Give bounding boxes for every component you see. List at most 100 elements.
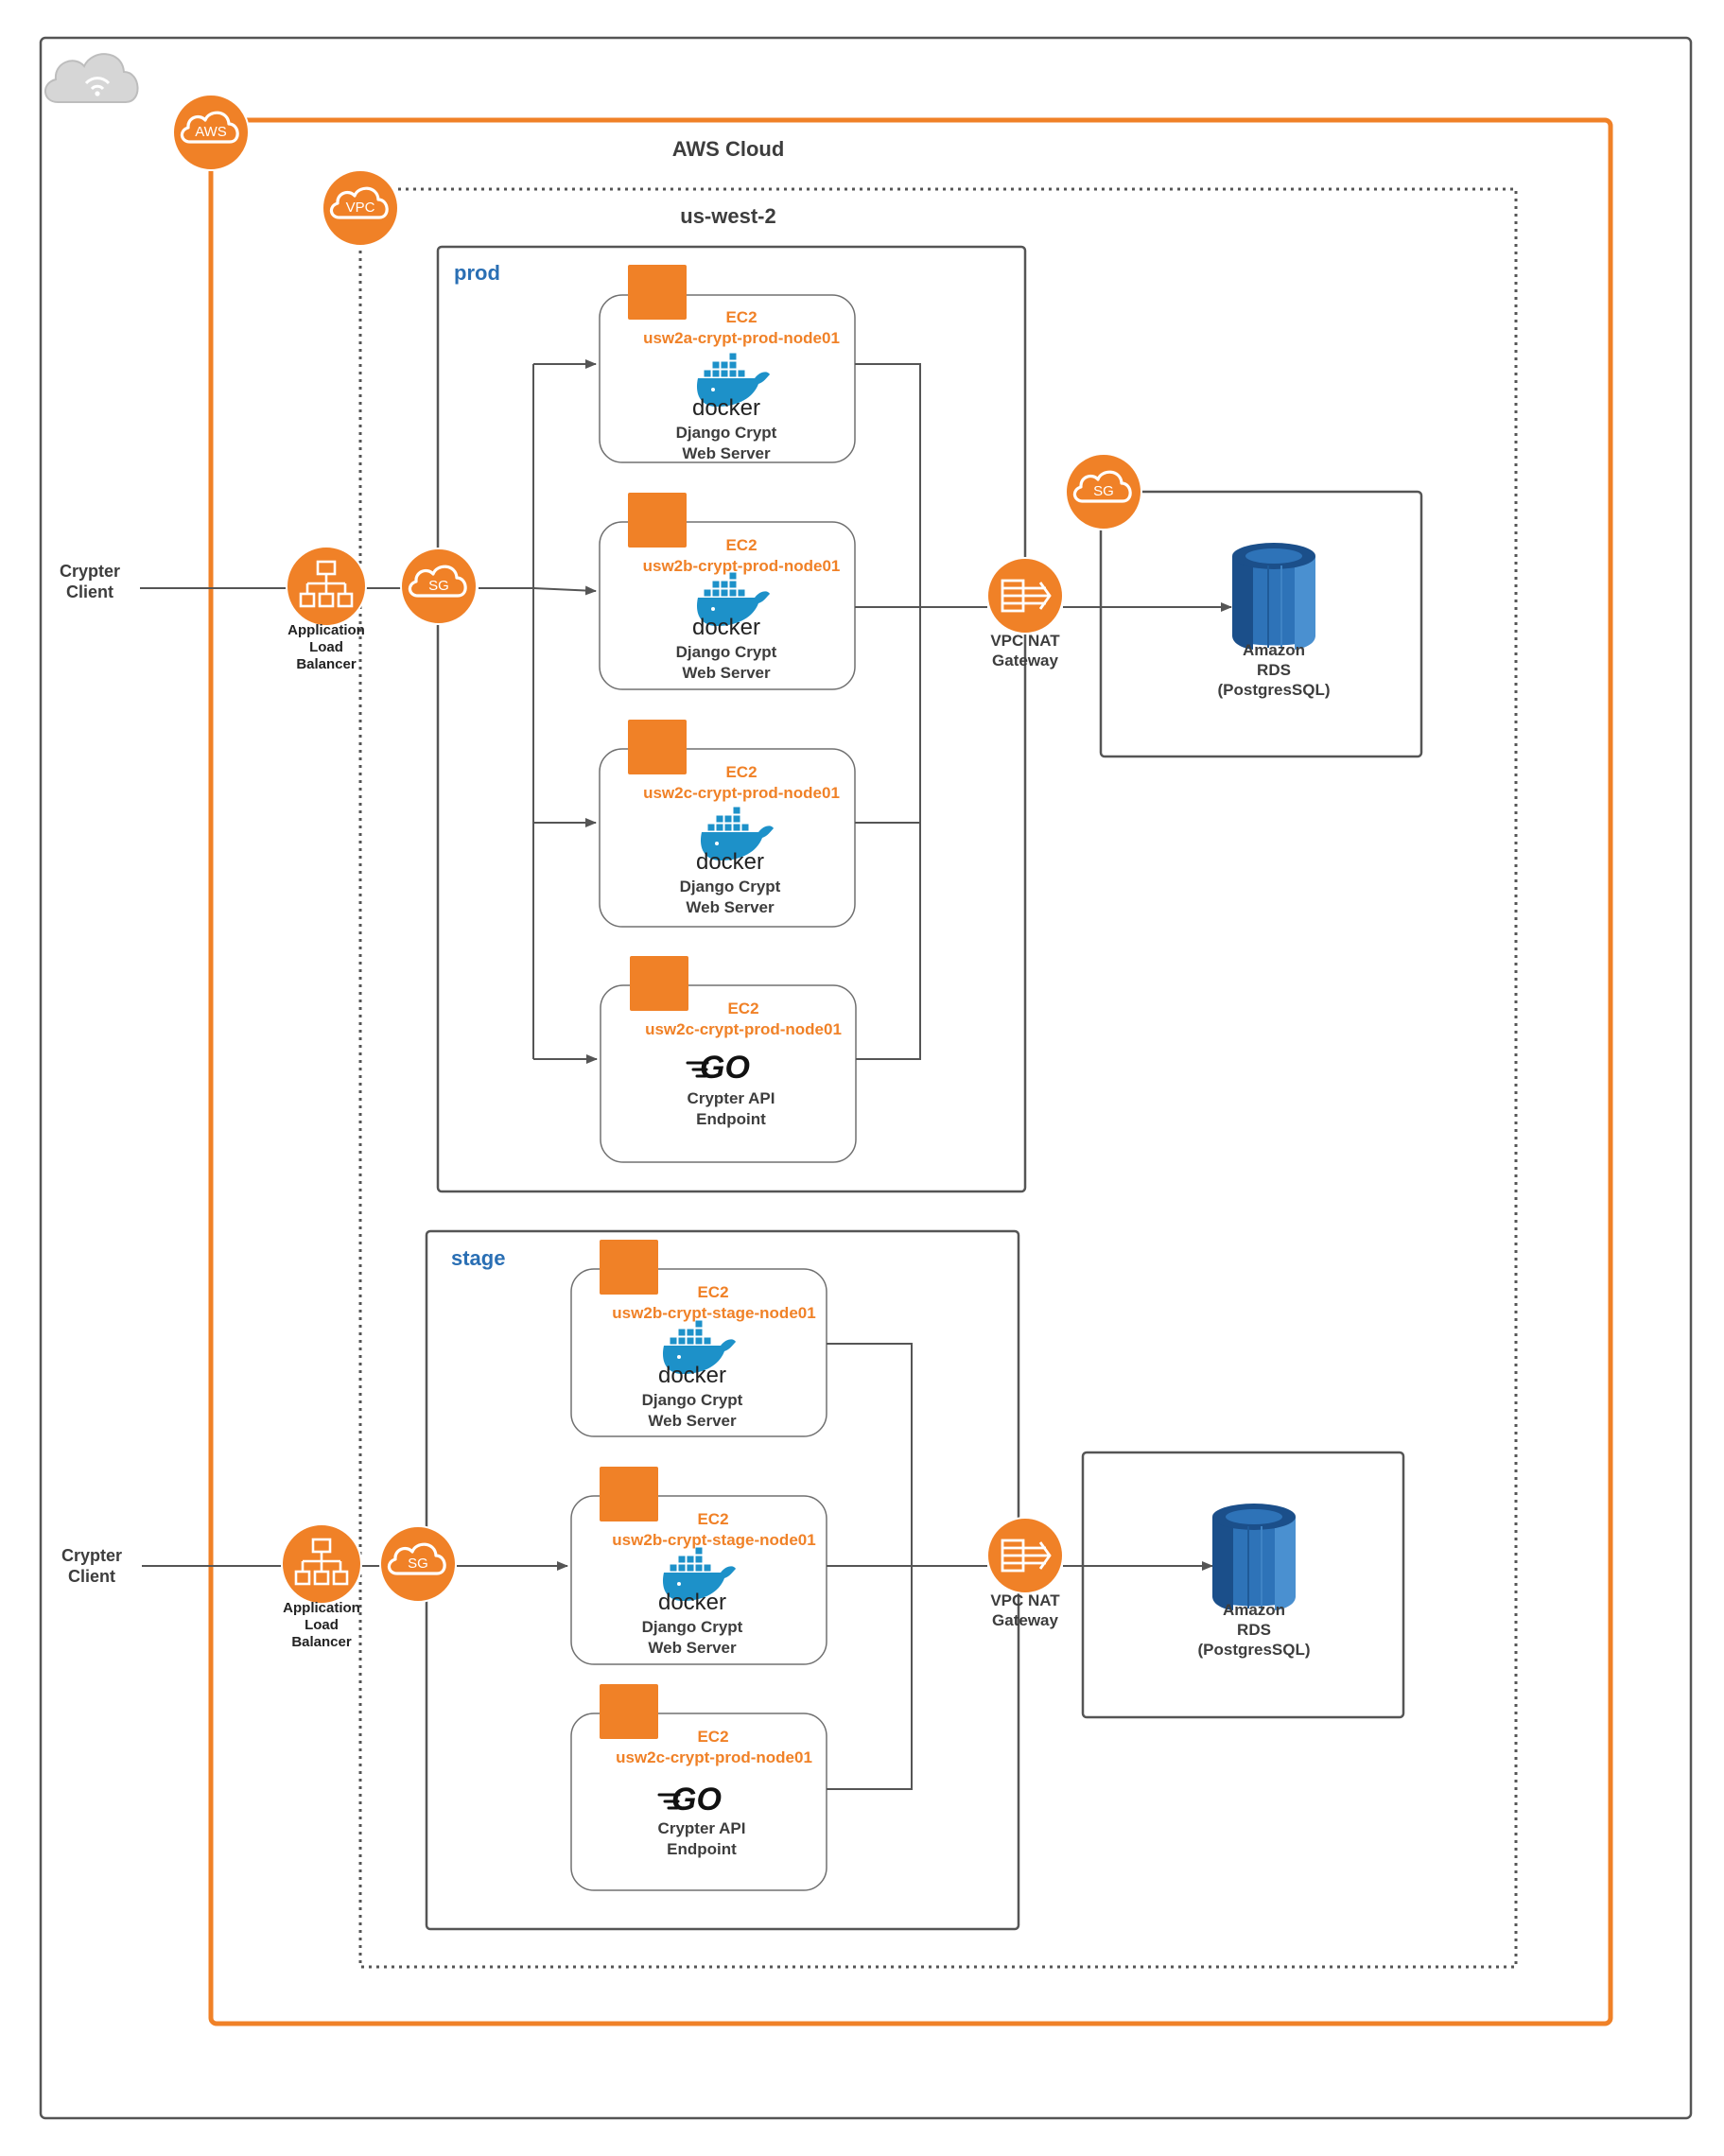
ec2-icon bbox=[630, 956, 688, 1011]
prod-rds-sg-icon bbox=[1065, 453, 1142, 530]
prod-load-balancer-label: Application Load Balancer bbox=[270, 622, 383, 673]
stage-sg-icon-label: SG bbox=[408, 1556, 428, 1572]
alb-label-line: Balancer bbox=[296, 656, 357, 672]
vpc-icon-label: VPC bbox=[345, 200, 375, 216]
aws-icon-label: AWS bbox=[195, 124, 227, 140]
ec2-icon bbox=[600, 1240, 658, 1295]
docker-wordmark: docker bbox=[657, 1590, 727, 1615]
node-name: usw2c-crypt-prod-node01 bbox=[645, 1020, 842, 1038]
stage-env-label: stage bbox=[451, 1246, 506, 1270]
stage-sg-icon bbox=[379, 1525, 457, 1603]
node-name: usw2c-crypt-prod-node01 bbox=[616, 1748, 812, 1766]
aws-cloud-boundary bbox=[208, 117, 1613, 2026]
prod-nat-gateway-label: VPC NAT Gateway bbox=[968, 631, 1082, 670]
docker-whale-icon bbox=[696, 352, 770, 407]
alb-label-line: Application bbox=[283, 1600, 360, 1616]
node-name: usw2b-crypt-stage-node01 bbox=[612, 1304, 816, 1322]
stage-nat-gateway-icon bbox=[986, 1517, 1064, 1594]
prod-env-label: prod bbox=[454, 261, 500, 285]
docker-wordmark: docker bbox=[695, 849, 765, 875]
rds-label-line: RDS bbox=[1237, 1621, 1271, 1639]
prod-connectors bbox=[140, 359, 1232, 1064]
node-desc-line: Django Crypt bbox=[675, 643, 777, 661]
node-desc-line: Endpoint bbox=[696, 1110, 766, 1128]
node-desc-line: Web Server bbox=[682, 664, 771, 682]
client-label-line: Client bbox=[65, 582, 113, 601]
vpc-icon bbox=[322, 169, 399, 247]
prod-crypter-client: Crypter Client bbox=[43, 561, 137, 602]
ec2-icon bbox=[628, 720, 687, 774]
prod-rds-label: Amazon RDS (PostgresSQL) bbox=[1179, 640, 1368, 700]
node-service-label: EC2 bbox=[725, 536, 758, 554]
stage-connectors bbox=[142, 1343, 1213, 1790]
node-name: usw2c-crypt-prod-node01 bbox=[643, 784, 840, 802]
nat-label-line: Gateway bbox=[992, 1611, 1058, 1629]
stage-node-box-3 bbox=[570, 1713, 827, 1891]
aws-icon bbox=[172, 94, 250, 171]
rds-label-line: (PostgresSQL) bbox=[1217, 681, 1331, 699]
rds-label-line: (PostgresSQL) bbox=[1197, 1641, 1311, 1659]
client-label-line: Crypter bbox=[61, 1546, 123, 1565]
prod-nat-gateway-icon bbox=[986, 557, 1064, 635]
client-label-line: Crypter bbox=[59, 562, 121, 581]
stage-rds-label: Amazon RDS (PostgresSQL) bbox=[1159, 1600, 1349, 1660]
node-desc-line: Web Server bbox=[648, 1639, 737, 1657]
prod-rds-sg-icon-label: SG bbox=[1093, 483, 1114, 499]
node-desc-line: Crypter API bbox=[657, 1819, 746, 1837]
outer-frame bbox=[39, 36, 1693, 2120]
node-desc-line: Django Crypt bbox=[675, 424, 777, 442]
node-service-label: EC2 bbox=[727, 1000, 759, 1017]
region-title: us-west-2 bbox=[680, 204, 776, 228]
ec2-icon bbox=[600, 1684, 658, 1739]
internet-cloud-icon bbox=[44, 53, 139, 103]
node-desc-line: Web Server bbox=[682, 444, 771, 462]
prod-env-box bbox=[436, 245, 1027, 1193]
nat-label-line: Gateway bbox=[992, 652, 1058, 669]
node-service-label: EC2 bbox=[725, 308, 758, 326]
node-service-label: EC2 bbox=[725, 763, 758, 781]
stage-rds-box bbox=[1081, 1451, 1405, 1719]
prod-rds-sg-box bbox=[1099, 490, 1423, 758]
go-logo: GO bbox=[671, 1782, 722, 1817]
node-name: usw2b-crypt-stage-node01 bbox=[612, 1531, 816, 1549]
prod-node-box-4 bbox=[600, 984, 857, 1163]
vpc-boundary bbox=[358, 187, 1518, 1969]
go-speed-lines bbox=[657, 1061, 709, 1810]
alb-label-line: Load bbox=[305, 1617, 339, 1633]
node-desc-line: Endpoint bbox=[667, 1840, 737, 1858]
aws-cloud-title: AWS Cloud bbox=[671, 137, 785, 161]
rds-label-line: Amazon bbox=[1222, 1601, 1286, 1619]
stage-load-balancer-label: Application Load Balancer bbox=[265, 1600, 378, 1651]
stage-rds-icon bbox=[1212, 1504, 1296, 1610]
rds-label-line: RDS bbox=[1257, 661, 1291, 679]
node-desc-line: Crypter API bbox=[687, 1089, 775, 1107]
nat-label-line: VPC NAT bbox=[990, 632, 1060, 650]
node-service-label: EC2 bbox=[697, 1728, 729, 1746]
prod-sg-icon-label: SG bbox=[428, 578, 449, 594]
node-name: usw2b-crypt-prod-node01 bbox=[642, 557, 841, 575]
nat-label-line: VPC NAT bbox=[990, 1591, 1060, 1609]
ec2-icon bbox=[600, 1467, 658, 1521]
docker-wordmark: docker bbox=[691, 615, 761, 640]
prod-rds-icon bbox=[1232, 543, 1315, 650]
alb-label-line: Application bbox=[287, 622, 365, 638]
node-service-label: EC2 bbox=[697, 1283, 729, 1301]
node-desc-line: Web Server bbox=[686, 898, 775, 916]
stage-crypter-client: Crypter Client bbox=[44, 1545, 139, 1587]
prod-load-balancer-icon bbox=[286, 546, 367, 627]
go-logo: GO bbox=[700, 1050, 750, 1086]
rds-label-line: Amazon bbox=[1242, 641, 1306, 659]
alb-label-line: Balancer bbox=[291, 1634, 352, 1650]
node-desc-line: Django Crypt bbox=[641, 1391, 743, 1409]
stage-load-balancer-icon bbox=[281, 1523, 362, 1605]
prod-sg-icon bbox=[400, 548, 478, 625]
node-desc-line: Web Server bbox=[648, 1412, 737, 1430]
docker-wordmark: docker bbox=[691, 395, 761, 421]
alb-label-line: Load bbox=[309, 639, 343, 655]
client-label-line: Client bbox=[67, 1567, 115, 1586]
node-desc-line: Django Crypt bbox=[679, 878, 781, 895]
stage-nat-gateway-label: VPC NAT Gateway bbox=[968, 1591, 1082, 1630]
node-name: usw2a-crypt-prod-node01 bbox=[643, 329, 840, 347]
